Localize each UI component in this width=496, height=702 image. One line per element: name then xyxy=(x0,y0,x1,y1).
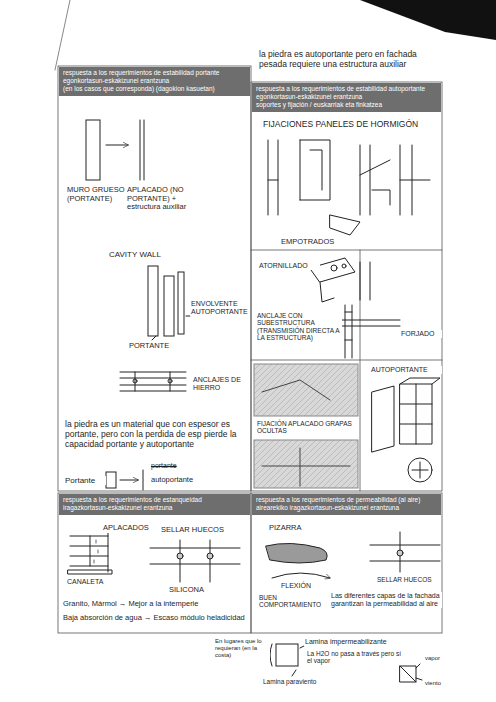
cladding-sketch xyxy=(68,530,240,608)
handwritten-note: EMPOTRADOS xyxy=(280,238,352,247)
header-text: respuesta a los requerimientos de estabi… xyxy=(63,69,246,77)
header-text: iragazkortasun-eskakizunei erantzuna xyxy=(63,504,246,512)
handwritten-note: SILICONA xyxy=(168,586,230,595)
header-text: soportes y fijación / euskarriak eta fin… xyxy=(256,101,437,109)
header-band: respuesta a los requerimientos de estabi… xyxy=(252,83,441,112)
sealed-joint-sketch xyxy=(370,532,440,572)
handwritten-note: ATORNILLADO xyxy=(258,262,320,270)
scan-edge xyxy=(55,0,70,70)
handwritten-note: vapor xyxy=(424,655,466,662)
scan-shadow xyxy=(360,0,496,40)
header-text: respuesta a los requerimientos de estanq… xyxy=(63,496,246,504)
handwritten-note: Granito, Mármol → Mejor a la intemperie xyxy=(62,600,250,609)
handwritten-note: BUEN COMPORTAMIENTO xyxy=(258,594,330,609)
wall-sketch xyxy=(86,120,144,180)
handwritten-note: FLEXIÓN xyxy=(280,582,332,590)
table-frame xyxy=(58,66,442,633)
anchor-sketch xyxy=(120,372,186,391)
handwritten-note: Lamina impermeabilizante xyxy=(304,638,406,646)
handwritten-note: En lugares que lo requieran (en la costa… xyxy=(214,638,270,659)
header-text: egonkortasun-eskakizunei erantzuna xyxy=(63,77,246,85)
slate-sketch xyxy=(266,543,330,578)
handwritten-note: la piedra es un material que con espesor… xyxy=(64,420,248,449)
header-text: airearekiko iragazkortasun-eskakizunei e… xyxy=(256,504,437,512)
handwritten-note: autoportante xyxy=(150,476,212,485)
header-band: respuesta a los requerimientos de permea… xyxy=(252,494,441,515)
handwritten-note: Portante xyxy=(64,476,106,485)
handwritten-note: La H2O no pasa a través pero sí el vapor xyxy=(306,650,402,665)
header-text: respuesta a los requerimientos de permea… xyxy=(256,496,437,504)
handwritten-note: SELLAR HUECOS xyxy=(376,576,440,583)
handwritten-note: ANCLAJES DE HIERRO xyxy=(192,376,246,392)
header-text: egonkortasun-eskakizunei erantzuna xyxy=(256,93,437,101)
header-band: respuesta a los requerimientos de estabi… xyxy=(59,67,250,96)
handwritten-note: FIJACIONES PANELES DE HORMIGÓN xyxy=(262,120,440,130)
header-text: respuesta a los requerimientos de estabi… xyxy=(256,85,437,93)
cavity-wall-sketch xyxy=(148,266,190,340)
handwritten-note: CANALETA xyxy=(66,578,128,586)
photo-panel xyxy=(254,364,358,488)
handwritten-note: AUTOPORTANTE xyxy=(370,366,442,374)
handwritten-note: APLACADO (NO PORTANTE) + estructura auxi… xyxy=(126,186,210,212)
membrane-sketch xyxy=(270,644,422,682)
handwritten-note: portante xyxy=(150,462,202,470)
self-supporting-block-sketch xyxy=(372,378,440,482)
header-band: respuesta a los requerimientos de estanq… xyxy=(59,494,250,515)
handwritten-note: ANCLAJE CON SUBESTRUCTURA (TRANSMISIÓN D… xyxy=(256,312,342,342)
handwritten-note: la piedra es autoportante pero en fachad… xyxy=(258,50,446,70)
handwritten-note: SELLAR HUECOS xyxy=(160,526,242,535)
embedded-fixing-sketch xyxy=(268,140,430,235)
thickness-sketch xyxy=(106,470,143,490)
header-text: (en los casos que corresponda) (dagokion… xyxy=(63,85,246,93)
handwritten-note: Baja absorción de agua → Escaso módulo h… xyxy=(62,614,250,623)
handwritten-note: Las diferentes capas de la fachada garan… xyxy=(330,592,442,608)
handwritten-note: CAVITY WALL xyxy=(108,250,190,259)
handwritten-note: PORTANTE xyxy=(128,342,180,351)
handwritten-note: FORJADO xyxy=(400,330,442,338)
handwritten-note: Lamina paraviento xyxy=(262,678,364,685)
handwritten-note: ENVOLVENTE AUTOPORTANTE xyxy=(190,300,248,316)
handwritten-note: viento xyxy=(424,680,466,687)
handwritten-note: PIZARRA xyxy=(268,524,330,533)
substructure-sketch xyxy=(340,305,400,358)
handwritten-note: FIJACIÓN APLACADO GRAPAS OCULTAS xyxy=(256,420,358,435)
handwritten-note: MURO GRUESO (PORTANTE) xyxy=(66,186,128,203)
